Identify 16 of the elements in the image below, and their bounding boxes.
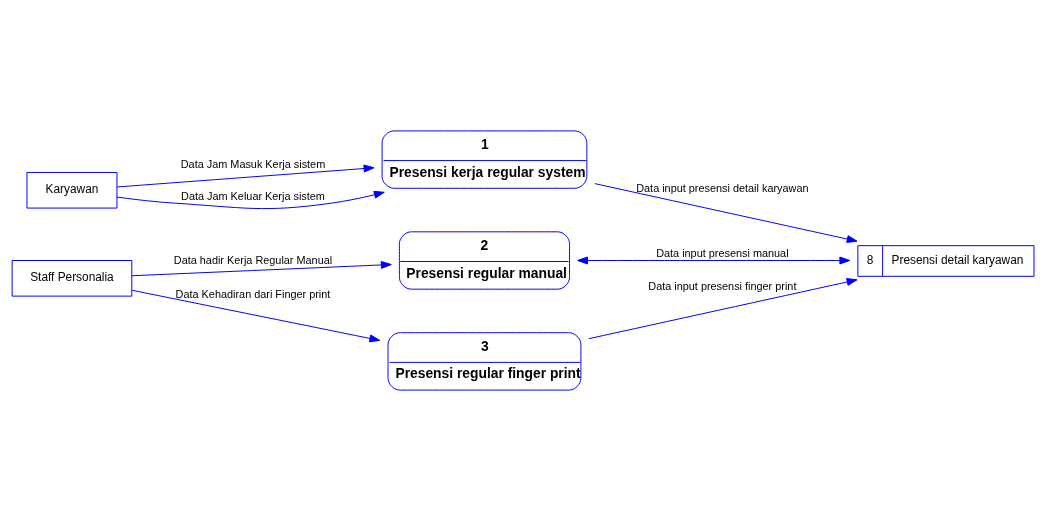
edge-label: Data input presensi detail karyawan xyxy=(636,181,809,194)
arrow xyxy=(116,164,375,187)
edge-label: Data Kehadiran dari Finger print xyxy=(175,287,331,300)
arrow xyxy=(131,289,381,342)
node-box: Staff Personalia xyxy=(11,259,133,297)
edge-label: Data Jam Masuk Kerja sistem xyxy=(180,157,326,170)
arrow xyxy=(131,260,392,276)
edge-label: Data input presensi finger print xyxy=(648,279,797,292)
edge-label: Data hadir Kerja Regular Manual xyxy=(173,253,333,266)
edge-label: Data Jam Keluar Kerja sistem xyxy=(181,189,325,202)
node-box: Karyawan xyxy=(26,171,118,209)
arrow xyxy=(577,256,851,264)
edge-label: Data input presensi manual xyxy=(656,246,789,259)
arrow xyxy=(588,277,858,339)
arrow xyxy=(594,182,858,243)
arrow xyxy=(116,190,385,209)
